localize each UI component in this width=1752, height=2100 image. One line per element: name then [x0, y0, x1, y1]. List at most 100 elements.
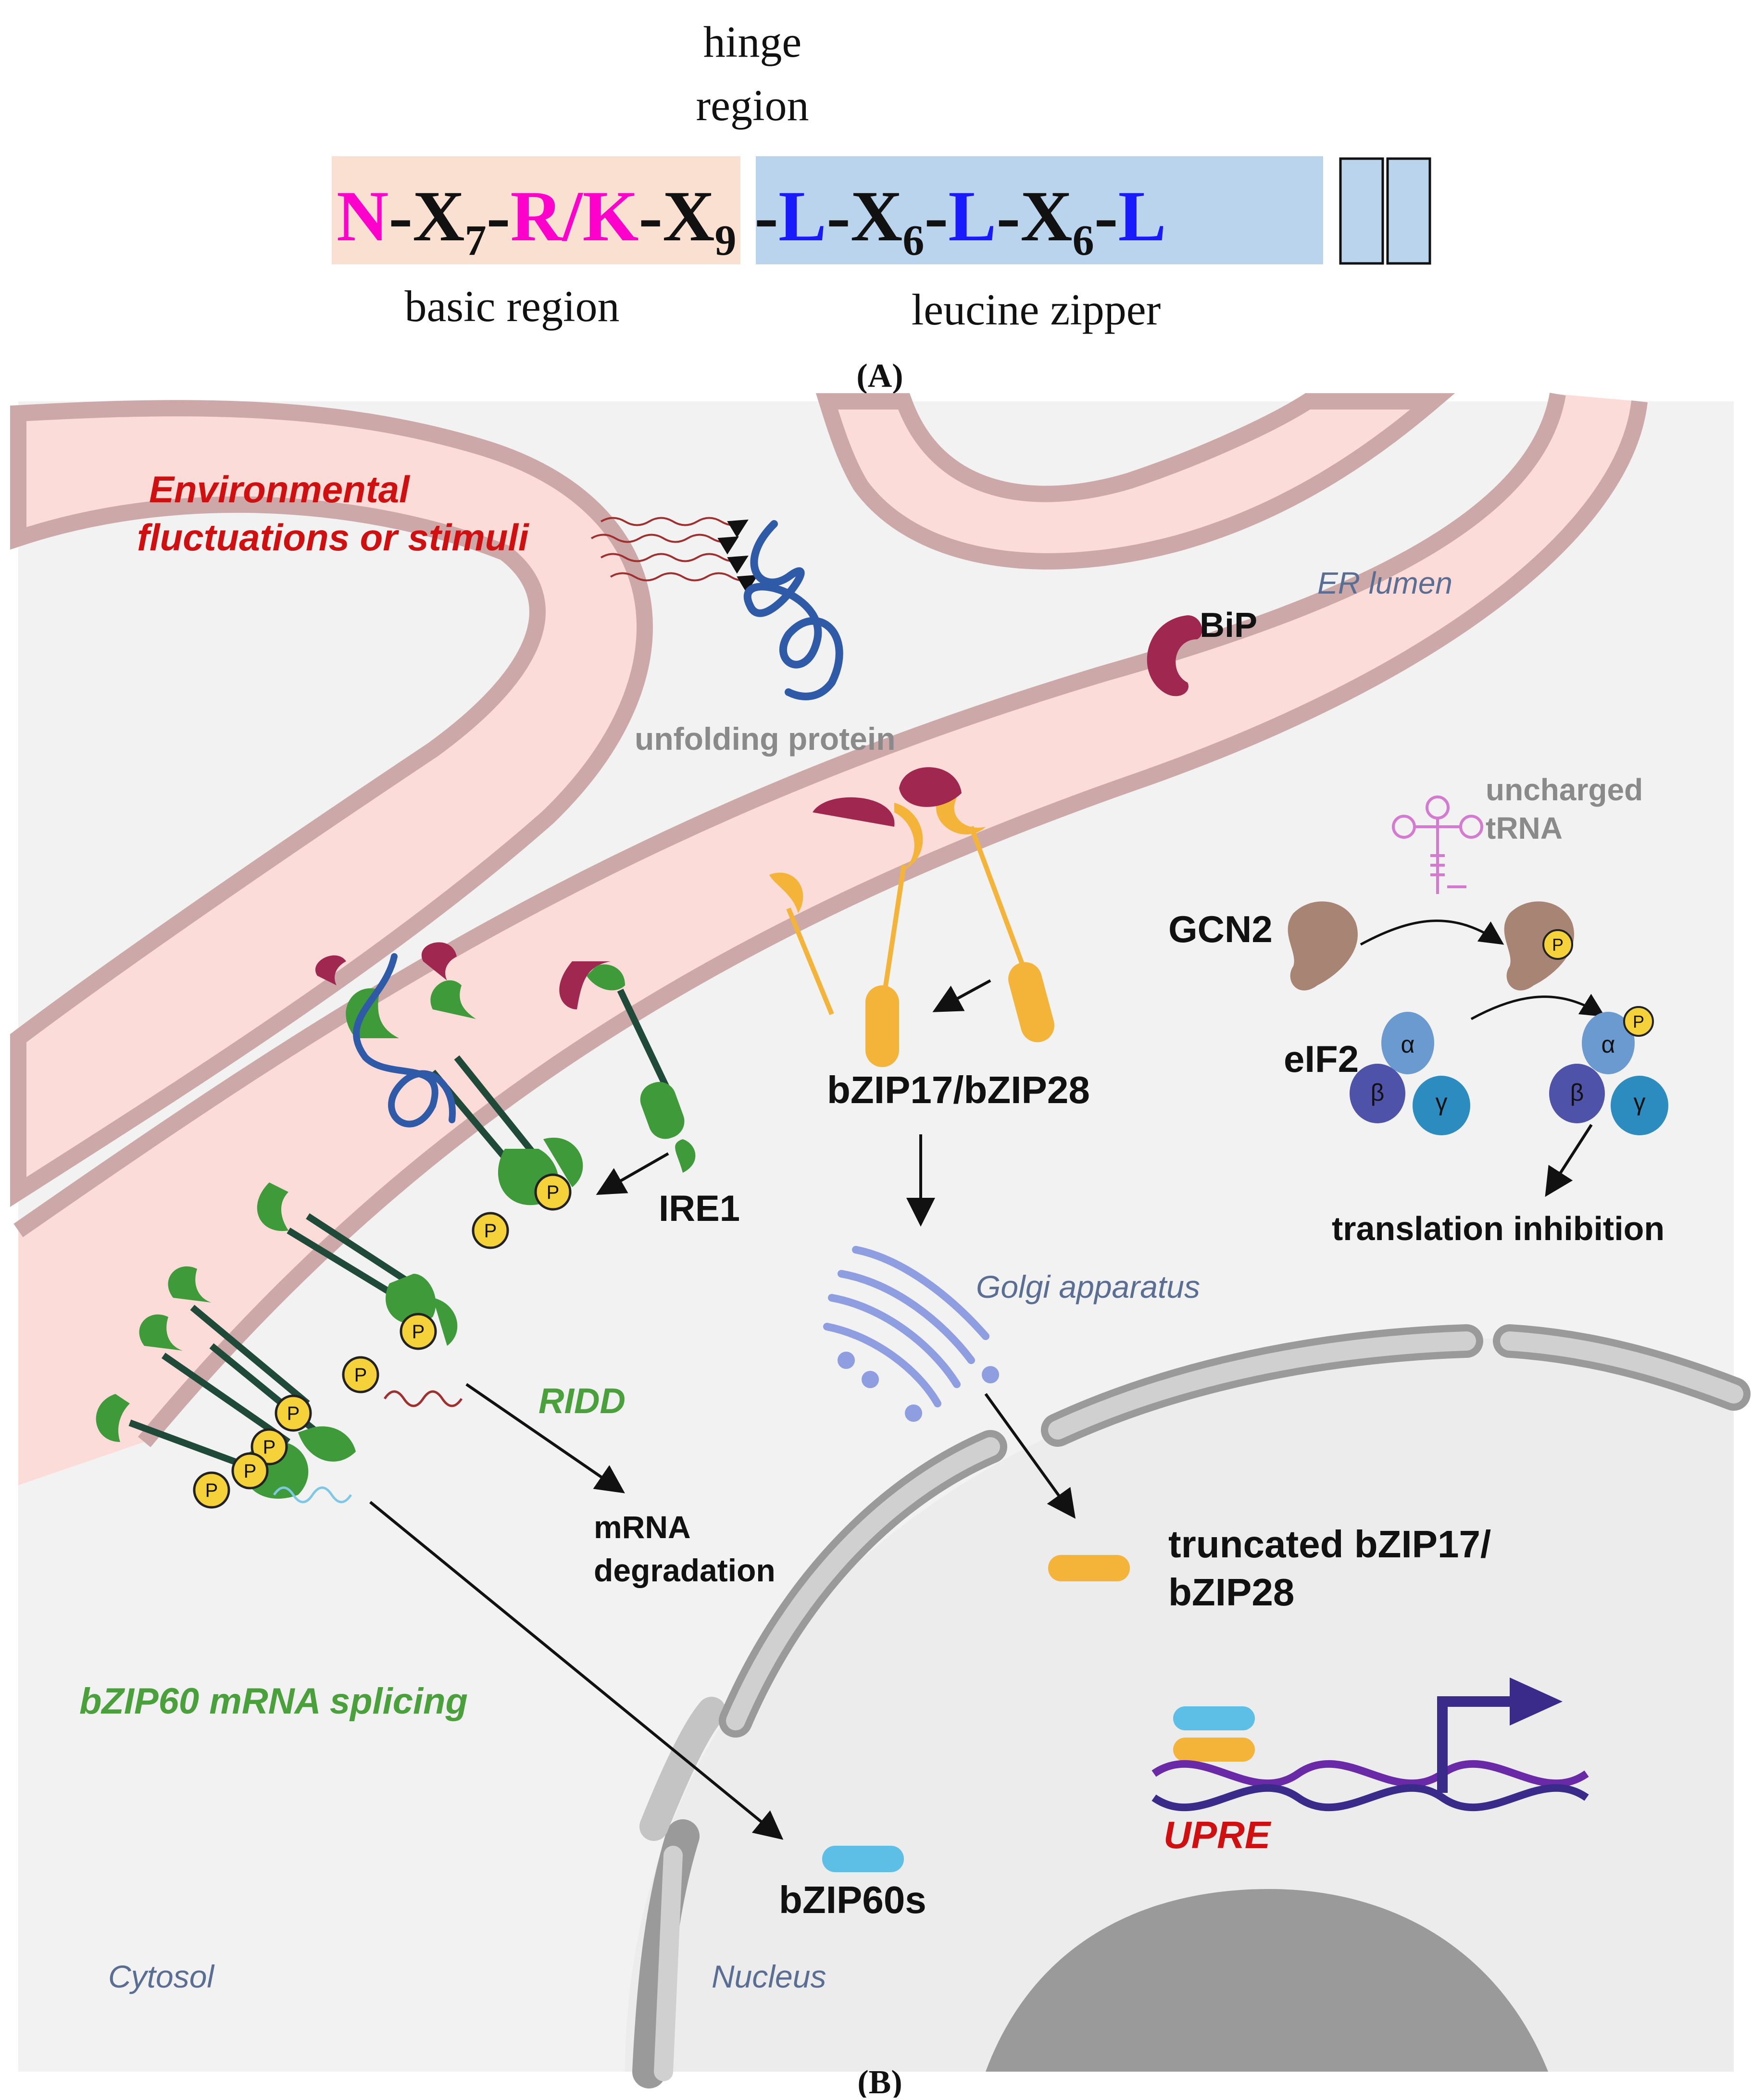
mrna-degradation-line2: degradation [594, 1553, 776, 1588]
eif2-phospho-arrow [1470, 994, 1605, 1020]
bip-icon [1147, 615, 1202, 696]
stimuli-label-line2: fluctuations or stimuli [137, 516, 529, 559]
motif-l: L [948, 176, 996, 256]
upre-bzip60-icon [1173, 1706, 1255, 1730]
er-lumen-upper [10, 400, 653, 1207]
nuclear-envelope-segment-4-inner [1500, 1331, 1743, 1404]
eif2p-beta: β [1570, 1079, 1584, 1106]
gcn2-phospho-icon [1504, 901, 1574, 991]
golgi-icon [823, 1246, 999, 1422]
er-membrane-lower-inner [13, 393, 1566, 1237]
motif-dash: - [924, 176, 948, 256]
motif-repeat-box-1 [1339, 157, 1384, 265]
motif-dash: - [1094, 176, 1118, 256]
motif-dash: - [737, 176, 778, 256]
motif-rk: R/K [511, 176, 639, 256]
phospho-label: P [244, 1461, 257, 1482]
panel-a-label: (A) [856, 358, 903, 395]
er-lumen-label: ER lumen [1317, 566, 1452, 600]
phospho-label: P [205, 1480, 218, 1501]
translation-inhibition-label: translation inhibition [1332, 1210, 1664, 1247]
stimuli-waves [590, 517, 758, 593]
motif-sub: 9 [715, 217, 737, 264]
motif-sub: 6 [1073, 217, 1094, 264]
bzip17-28-label: bZIP17/bZIP28 [827, 1069, 1090, 1111]
panel-a: hinge region N-X7-R/K-X9 -L-X6-L-X6-L ba… [332, 17, 1431, 395]
nuclear-envelope-segment-2-inner [726, 1437, 1000, 1730]
ridd-label: RIDD [538, 1381, 626, 1421]
motif-l: L [778, 176, 826, 256]
phospho-label: P [412, 1321, 425, 1342]
bzip60-splicing-label: bZIP60 mRNA splicing [79, 1681, 468, 1722]
uncharged-trna-label-line2: tRNA [1486, 811, 1563, 845]
motif-l: L [1118, 176, 1166, 256]
phospho-label: P [1552, 935, 1564, 955]
motif-dash: - [388, 176, 413, 256]
er-membrane-lower-outer [138, 400, 1648, 1447]
transcription-arrowhead [1510, 1678, 1563, 1726]
motif-sub: 6 [902, 217, 924, 264]
motif-repeat-box-2 [1386, 157, 1431, 265]
motif-dash: - [638, 176, 663, 256]
golgi-label: Golgi apparatus [976, 1269, 1200, 1305]
ire1-label: IRE1 [659, 1188, 740, 1229]
motif-x: X [413, 176, 464, 256]
eif2-alpha: α [1401, 1031, 1415, 1058]
phospho-label: P [263, 1437, 276, 1458]
phospho-label: P [287, 1403, 300, 1424]
eif2-beta: β [1371, 1079, 1385, 1106]
hinge-label-line1: hinge [703, 17, 801, 66]
eif2-gamma: γ [1436, 1089, 1448, 1116]
translation-arrow [1545, 1124, 1593, 1197]
leucine-zipper-box [756, 156, 1323, 264]
ridd-arrow [465, 1383, 625, 1493]
panel-b-label: (B) [857, 2064, 902, 2098]
eif2p-gamma: γ [1634, 1089, 1646, 1116]
unfolding-protein-strand [743, 520, 843, 700]
bzip60s-label: bZIP60s [779, 1878, 926, 1921]
leucine-zipper-label: leucine zipper [912, 285, 1161, 334]
motif-x: X [1020, 176, 1072, 256]
eif2-phospho-complex: α β γ P [1549, 1006, 1668, 1135]
eif2p-alpha: α [1602, 1031, 1615, 1058]
panel-b: Environmental fluctuations or stimuli un… [10, 393, 1751, 2088]
basic-region-label: basic region [404, 282, 619, 331]
motif-sub: 7 [465, 217, 487, 264]
upre-bzip17-icon [1173, 1738, 1255, 1762]
uncharged-trna-label-line1: uncharged [1486, 772, 1643, 807]
mrna-degradation-line1: mRNA [594, 1509, 691, 1545]
motif-dash: - [826, 176, 851, 256]
ire1-activation-arrow [596, 1152, 669, 1195]
eif2-complex: α β γ [1350, 1012, 1470, 1135]
basic-region-box [332, 156, 740, 264]
nucleolus [986, 1889, 1548, 2072]
gcn2-phospho: P [1542, 929, 1573, 960]
bzip60-mrna [273, 1486, 352, 1504]
golgi-to-nucleus-arrow [984, 1393, 1076, 1519]
hinge-label-line2: region [696, 81, 809, 130]
bip-label: BiP [1200, 606, 1257, 645]
unfolding-protein-label: unfolding protein [635, 721, 896, 757]
motif-x: X [851, 176, 902, 256]
truncated-label-line1: truncated bZIP17/ [1168, 1523, 1491, 1566]
motif-sequence: N-X7-R/K-X9 -L-X6-L-X6-L [337, 176, 1166, 264]
ridd-mrna [383, 1390, 463, 1407]
gcn2-label: GCN2 [1168, 908, 1273, 950]
motif-dash: - [487, 176, 511, 256]
er-hairpin [815, 393, 1455, 570]
gcn2-activation-arrow [1360, 920, 1504, 946]
phospho-label: P [1633, 1012, 1644, 1031]
trna-icon [1392, 795, 1483, 894]
nuclear-envelope-segment-3-inner [1048, 1331, 1476, 1440]
eif2-label: eIF2 [1284, 1038, 1359, 1080]
cytosol-label: Cytosol [108, 1959, 215, 1994]
upre-label: UPRE [1164, 1814, 1272, 1856]
bzip60-splicing-arrow [369, 1501, 784, 1840]
transcription-start-arrow [1437, 1696, 1514, 1793]
bzip-release-arrow [932, 979, 991, 1012]
stimuli-label-line1: Environmental [149, 468, 410, 510]
truncated-bzip-icon [1048, 1555, 1130, 1581]
phospho-label: P [484, 1220, 497, 1242]
phospho-label: P [547, 1182, 560, 1203]
